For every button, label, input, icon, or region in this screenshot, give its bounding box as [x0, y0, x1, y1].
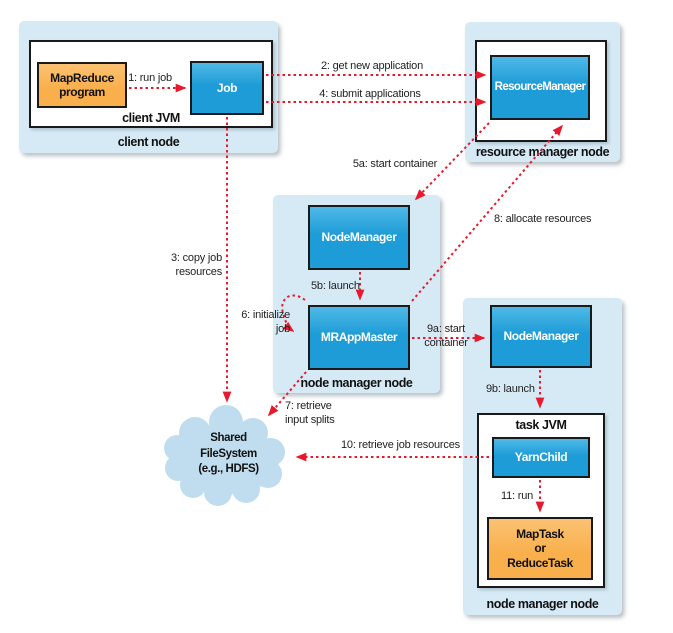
step-8-label: 8: allocate resources [494, 213, 592, 225]
job-box: Job [190, 61, 264, 115]
node-manager-node-center-label: node manager node [300, 376, 413, 390]
step-9a-label: 9a: start container [424, 323, 468, 349]
step-7-label: 7: retrieve input splits [285, 400, 335, 426]
step-3-label: 3: copy job resources [170, 252, 222, 278]
step-11-label: 11: run [501, 490, 534, 502]
client-node-label: client node [117, 135, 180, 149]
nodemanager-task-box: NodeManager [490, 305, 592, 368]
resource-manager-node-label: resource manager node [475, 145, 610, 159]
resourcemanager-box: ResourceManager [490, 55, 590, 120]
step-5b-label: 5b: launch [311, 280, 360, 292]
mrappmaster-box: MRAppMaster [308, 305, 410, 370]
node-manager-node-task-label: node manager node [486, 597, 599, 611]
task-jvm-label: task JVM [515, 418, 567, 432]
shared-filesystem-label: Shared FileSystem (e.g., HDFS) [198, 432, 259, 475]
yarnchild-box: YarnChild [492, 437, 590, 478]
nodemanager-center-box: NodeManager [308, 205, 410, 270]
step-2-label: 2: get new application [320, 60, 423, 72]
step-1-label: 1: run job [128, 72, 172, 84]
step-10-label: 10: retrieve job resources [341, 439, 460, 451]
map-or-reduce-task-box: MapTask or ReduceTask [487, 517, 593, 580]
client-jvm-label: client JVM [122, 111, 180, 125]
step-4-label: 4: submit applications [319, 88, 421, 100]
step-9b-label: 9b: launch [486, 383, 535, 395]
step-5a-label: 5a: start container [352, 158, 438, 170]
step-6-label: 6: initialize job [241, 309, 290, 335]
mapreduce-program-box: MapReduce program [37, 62, 127, 108]
